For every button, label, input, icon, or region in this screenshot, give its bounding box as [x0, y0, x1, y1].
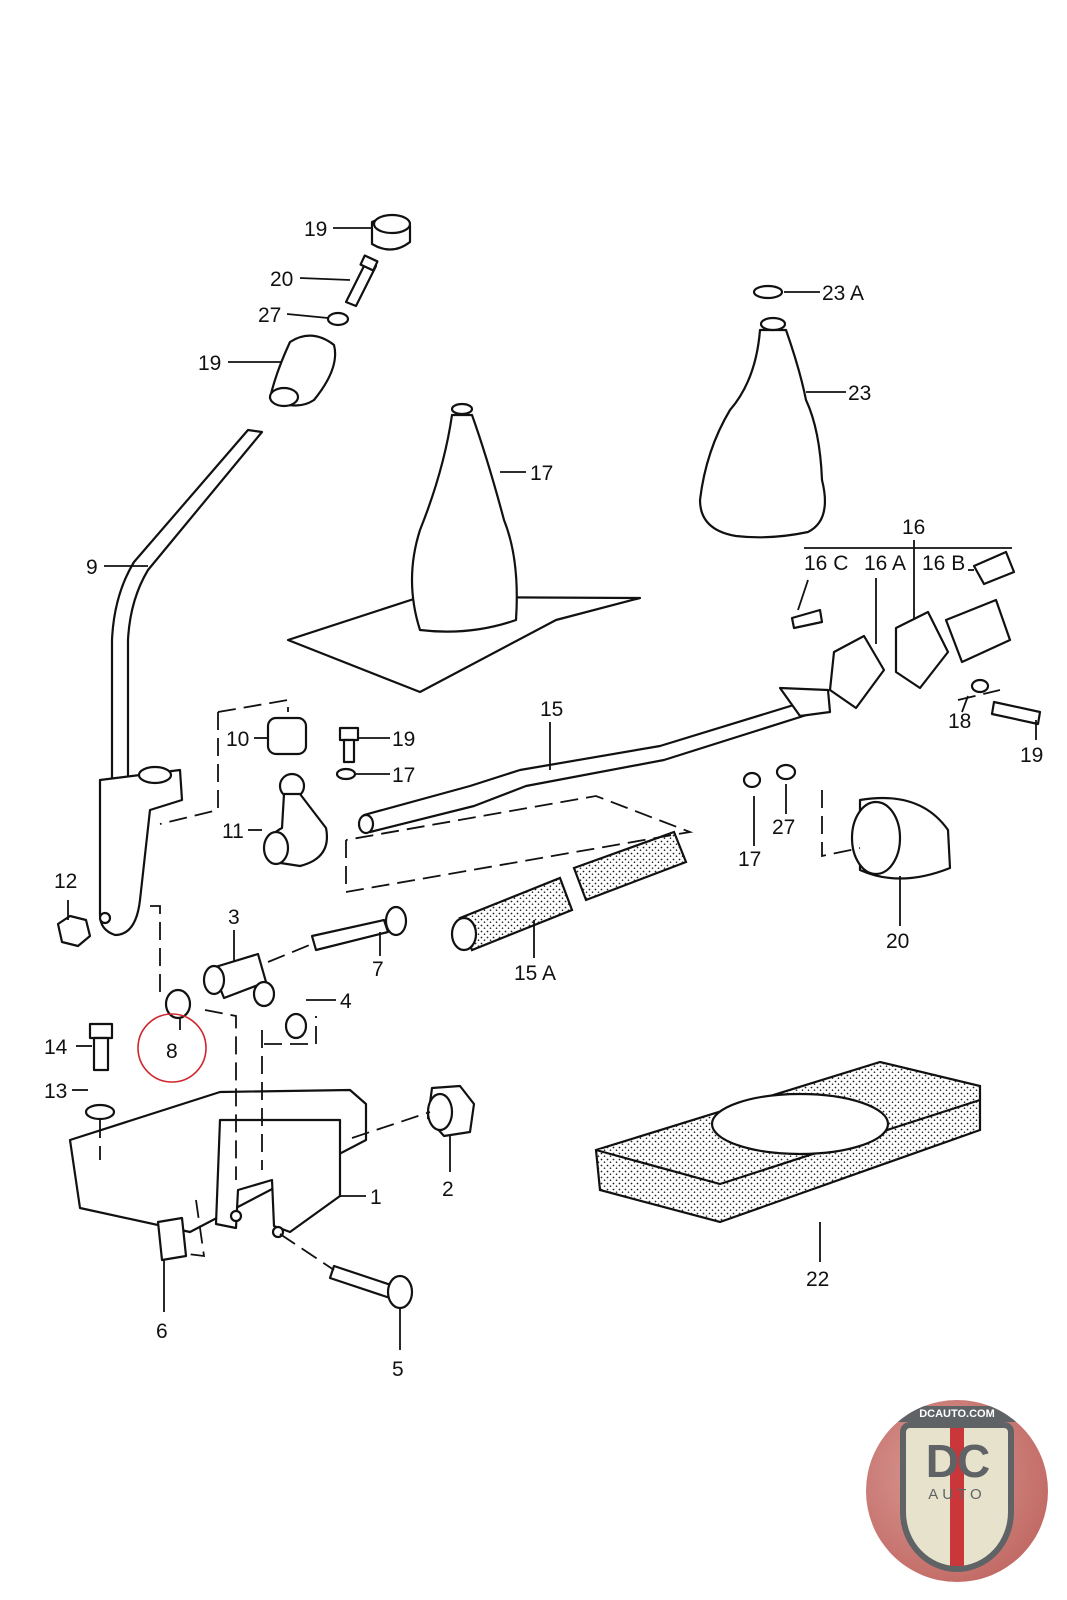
- label-26: 20: [270, 268, 293, 291]
- label-7: 7: [372, 958, 384, 981]
- part-10-bushing[interactable]: [266, 716, 308, 756]
- part-27-washer[interactable]: [326, 311, 350, 327]
- label-5: 5: [392, 1358, 404, 1381]
- logo-subtitle: AUTO: [928, 1486, 986, 1503]
- logo-stripe: [950, 1428, 964, 1566]
- part-19-bolt-right[interactable]: [990, 700, 1042, 726]
- part-2-plug[interactable]: [426, 1084, 476, 1138]
- label-17: 17: [738, 848, 761, 871]
- part-26-screw[interactable]: [344, 254, 379, 308]
- assembly-lines: [99, 689, 1001, 1271]
- part-12-nut[interactable]: [56, 914, 92, 948]
- part-25-cap[interactable]: [370, 213, 412, 251]
- leader-lines: [67, 227, 1037, 1350]
- part-20-bellows[interactable]: [850, 796, 952, 880]
- part-27-washer-right[interactable]: [775, 763, 797, 781]
- label-16b: 16 B: [922, 552, 965, 575]
- part-4-ring[interactable]: [284, 1012, 308, 1040]
- part-14-bolt[interactable]: [88, 1022, 114, 1072]
- label-15a: 15 A: [514, 962, 556, 985]
- highlight-circle-part-8: [137, 1013, 207, 1083]
- label-6: 6: [156, 1320, 168, 1343]
- part-9-shift-lever[interactable]: [98, 428, 264, 937]
- label-8: 8: [166, 1040, 178, 1063]
- part-18-washer-upper[interactable]: [335, 767, 357, 781]
- label-21: 17: [530, 462, 553, 485]
- label-27: 27: [258, 304, 281, 327]
- label-22: 22: [806, 1268, 829, 1291]
- part-24-knob[interactable]: [268, 334, 337, 408]
- label-24: 19: [198, 352, 221, 375]
- part-5-pin[interactable]: [328, 1264, 414, 1310]
- label-1: 1: [370, 1186, 382, 1209]
- label-16: 16: [902, 516, 925, 539]
- part-23a-washer[interactable]: [752, 284, 784, 300]
- dcauto-logo: DCAUTO.COM DC AUTO: [866, 1400, 1048, 1582]
- logo-url-text: DCAUTO.COM: [866, 1406, 1048, 1422]
- part-1-bracket[interactable]: [68, 1088, 368, 1239]
- part-15-shift-rod[interactable]: [357, 686, 832, 835]
- label-27-right: 27: [772, 816, 795, 839]
- label-19-right: 19: [1020, 744, 1043, 767]
- label-12: 12: [54, 870, 77, 893]
- part-18-washer-right[interactable]: [970, 678, 990, 694]
- label-2: 2: [442, 1178, 454, 1201]
- part-13-washer[interactable]: [84, 1103, 116, 1121]
- label-13: 13: [44, 1080, 67, 1103]
- label-18-upper: 17: [392, 764, 415, 787]
- label-9: 9: [86, 556, 98, 579]
- label-19-upper: 19: [392, 728, 415, 751]
- part-15a-sleeves[interactable]: [450, 830, 688, 952]
- part-17-nut[interactable]: [742, 771, 762, 789]
- label-11: 11: [222, 820, 244, 843]
- label-18-right: 18: [948, 710, 971, 733]
- label-25: 19: [304, 218, 327, 241]
- part-23-boot[interactable]: [698, 316, 826, 539]
- part-8-ring[interactable]: [164, 988, 192, 1020]
- part-3-bushing[interactable]: [202, 952, 276, 1008]
- part-labels: 19 20 27 19 9 17 23 A 23 16 16 C 16 A 16…: [44, 218, 1043, 1381]
- label-23: 23: [848, 382, 871, 405]
- label-15: 15: [540, 698, 563, 721]
- part-11-selector-lever[interactable]: [262, 772, 329, 868]
- part-6-clip[interactable]: [156, 1216, 188, 1262]
- part-22-foam-block[interactable]: [594, 1060, 982, 1224]
- part-21-boot[interactable]: [286, 402, 642, 694]
- part-19-bolt-upper[interactable]: [338, 726, 360, 764]
- label-16c: 16 C: [804, 552, 848, 575]
- label-10: 10: [226, 728, 249, 751]
- label-3: 3: [228, 906, 240, 929]
- label-23a: 23 A: [822, 282, 864, 305]
- logo-mark: DC: [925, 1435, 990, 1487]
- logo-shield: [900, 1422, 1014, 1572]
- label-4: 4: [340, 990, 352, 1013]
- part-16-coupling[interactable]: [790, 550, 1016, 710]
- label-14: 14: [44, 1036, 68, 1059]
- label-16a: 16 A: [864, 552, 906, 575]
- part-7-pin[interactable]: [310, 905, 408, 952]
- label-20: 20: [886, 930, 909, 953]
